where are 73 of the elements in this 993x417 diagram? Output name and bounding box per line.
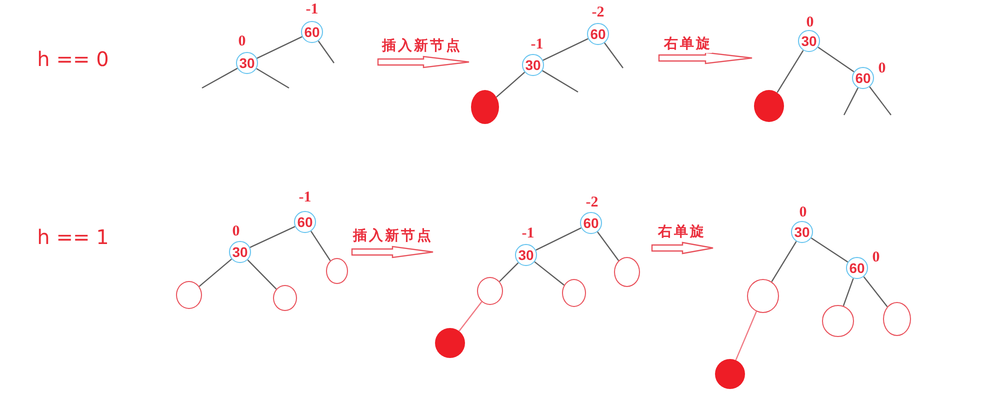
branch-line	[318, 40, 334, 64]
balance-factor: -1	[298, 190, 312, 206]
block-arrow	[658, 52, 753, 64]
branch-line	[735, 311, 757, 360]
balance-factor: -2	[586, 194, 598, 212]
hollow-circle	[883, 302, 911, 336]
branch-line	[843, 88, 859, 116]
node-circle: 60	[587, 23, 609, 45]
row-label: h == 1	[37, 225, 109, 249]
filled-circle	[754, 90, 784, 122]
branch-line	[310, 230, 331, 262]
balance-factor: 0	[799, 204, 807, 222]
branch-line	[256, 68, 290, 89]
node-circle: 30	[798, 30, 820, 52]
branch-line	[776, 50, 804, 93]
branch-line	[499, 262, 519, 282]
balance-factor: 0	[872, 250, 880, 266]
balance-factor: -1	[306, 2, 318, 18]
block-arrow	[377, 56, 470, 68]
balance-factor: 0	[806, 14, 814, 32]
branch-line	[256, 36, 302, 59]
row-label: h == 0	[37, 47, 109, 71]
branch-line	[842, 278, 854, 306]
node-circle: 30	[236, 52, 258, 74]
node-circle: 30	[522, 54, 544, 76]
branch-line	[534, 261, 564, 286]
filled-circle	[715, 359, 745, 389]
node-circle: 30	[229, 241, 251, 263]
balance-factor: -1	[530, 36, 544, 54]
branch-line	[247, 259, 277, 290]
hollow-circle	[176, 281, 202, 309]
node-circle: 30	[515, 244, 537, 266]
node-circle: 60	[852, 67, 874, 89]
balance-factor: -1	[522, 226, 534, 242]
node-circle: 30	[791, 221, 813, 243]
hollow-circle	[562, 279, 586, 307]
branch-line	[250, 226, 296, 248]
branch-line	[771, 241, 797, 282]
block-arrow	[651, 242, 714, 254]
node-circle: 60	[294, 211, 316, 233]
balance-factor: 0	[878, 60, 886, 78]
node-circle: 60	[580, 212, 602, 234]
branch-line	[496, 72, 526, 98]
block-arrow	[351, 246, 434, 258]
hollow-circle	[477, 277, 503, 305]
branch-line	[869, 86, 892, 116]
balance-factor: 0	[238, 34, 246, 50]
branch-line	[604, 42, 624, 68]
node-circle: 60	[846, 257, 868, 279]
balance-factor: -2	[592, 4, 604, 22]
hollow-circle	[273, 285, 297, 311]
branch-line	[810, 238, 848, 262]
arrow-label: 插入新节点	[382, 37, 462, 55]
branch-line	[458, 301, 482, 332]
branch-line	[542, 70, 578, 93]
hollow-circle	[326, 258, 348, 284]
hollow-circle	[747, 279, 779, 313]
balance-factor: 0	[232, 224, 240, 240]
branch-line	[818, 46, 854, 72]
arrow-label: 右单旋	[664, 35, 712, 53]
hollow-circle	[822, 305, 854, 337]
branch-line	[198, 258, 232, 287]
filled-circle	[435, 328, 465, 358]
arrow-label: 插入新节点	[353, 227, 433, 245]
branch-line	[542, 38, 588, 61]
filled-circle	[471, 90, 499, 124]
branch-line	[863, 276, 888, 308]
node-circle: 60	[301, 21, 323, 43]
branch-line	[597, 232, 620, 261]
hollow-circle	[614, 257, 640, 287]
arrow-label: 右单旋	[658, 223, 706, 241]
branch-line	[536, 227, 582, 251]
branch-line	[202, 68, 238, 89]
